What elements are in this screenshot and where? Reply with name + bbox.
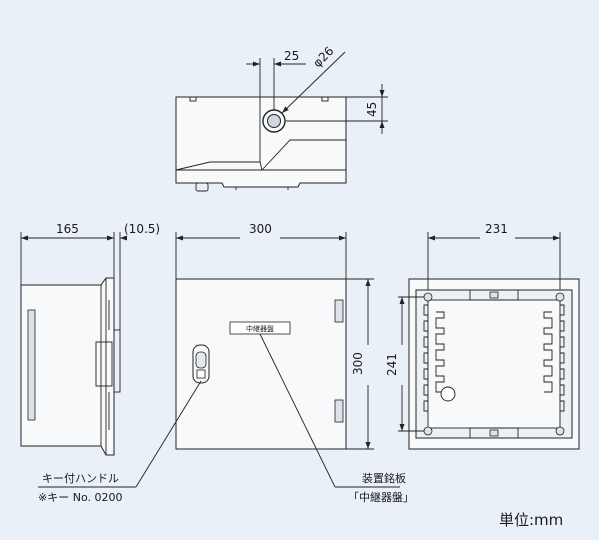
key-handle[interactable] bbox=[192, 344, 210, 384]
dim-front-height: 300 bbox=[351, 352, 365, 375]
dim-side-depth: 165 bbox=[56, 222, 79, 236]
dim-back-width: 231 bbox=[485, 222, 508, 236]
top-view: 25 φ26 45 bbox=[175, 44, 388, 192]
dim-hole-offset: 25 bbox=[284, 49, 299, 63]
dim-top-depth: 45 bbox=[365, 102, 379, 117]
annotations: キー付ハンドル ※キー No. 0200 装置銘板 「中継器盤」 単位:mm bbox=[38, 333, 563, 529]
dim-handle-projection: (10.5) bbox=[124, 222, 160, 236]
key-number-label: ※キー No. 0200 bbox=[38, 491, 122, 504]
back-view: 231 241 bbox=[385, 222, 580, 450]
dim-front-width: 300 bbox=[249, 222, 272, 236]
key-handle-label: キー付ハンドル bbox=[42, 472, 119, 485]
dim-back-height: 241 bbox=[385, 353, 399, 376]
nameplate-label: 中継器盤 bbox=[246, 324, 274, 333]
plate-title-label: 装置銘板 bbox=[362, 471, 406, 485]
unit-label: 単位:mm bbox=[499, 511, 563, 529]
plate-name-label: 「中継器盤」 bbox=[348, 490, 414, 504]
side-view: 165 (10.5) bbox=[20, 222, 160, 456]
front-view: 中継器盤 300 300 bbox=[175, 222, 374, 450]
dim-hole-diameter: φ26 bbox=[310, 44, 336, 70]
